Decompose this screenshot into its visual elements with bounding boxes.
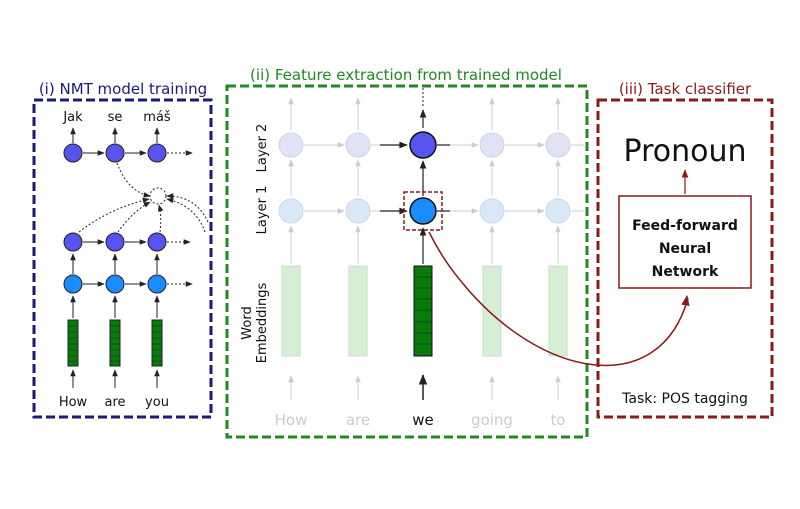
decoder-node (105, 143, 125, 163)
encoder-layer2-node (147, 232, 167, 252)
encoder-layer2-node (63, 232, 83, 252)
feature-column-highlighted (403, 86, 443, 400)
feature-input-word: going (471, 411, 513, 429)
nmt-panel: (i) NMT model training Jak se máš (32, 80, 213, 419)
layer2-highlighted-node (409, 131, 437, 159)
feature-column-faded (479, 97, 505, 400)
attention-arrow (166, 193, 209, 223)
feature-to-classifier-curve (428, 231, 689, 367)
ffnn-label-line2: Neural (659, 241, 711, 257)
recurrent-arrows (304, 141, 586, 215)
task-label: Task: POS tagging (621, 391, 748, 407)
nmt-target-word: máš (143, 110, 171, 125)
nmt-target-word: Jak (62, 110, 83, 125)
layer2-label: Layer 2 (255, 124, 270, 173)
classifier-input-arrowhead (681, 294, 690, 307)
attention-node (149, 187, 167, 205)
attention-arrow (116, 162, 151, 198)
attention-arrow (117, 201, 151, 233)
embeddings-label-line1: Word (240, 306, 255, 339)
nmt-source-word: How (59, 395, 88, 410)
ffnn-label-line3: Network (652, 264, 719, 280)
classifier-panel-title: (iii) Task classifier (619, 80, 752, 98)
feature-input-word: are (346, 411, 370, 429)
embeddings-label-line2: Embeddings (255, 283, 270, 364)
feature-panel: (ii) Feature extraction from trained mod… (225, 66, 589, 439)
nmt-source-word: you (145, 395, 169, 410)
feature-panel-frame (225, 84, 589, 439)
feature-input-word-highlighted: we (412, 411, 434, 429)
selection-box (403, 191, 443, 231)
encoder-layer2-node (105, 232, 125, 252)
feature-column-faded (345, 97, 371, 400)
feature-panel-title: (ii) Feature extraction from trained mod… (250, 66, 562, 84)
encoder-layer1-node (63, 274, 83, 294)
predicted-label: Pronoun (624, 134, 747, 169)
nmt-target-word: se (108, 110, 123, 125)
attention-arrow (157, 204, 164, 233)
feature-column-faded (278, 97, 304, 400)
nmt-source-word: are (104, 395, 125, 410)
decoder-node (63, 143, 83, 163)
nmt-embedding-bar (109, 319, 121, 367)
encoder-layer1-node (105, 274, 125, 294)
attention-arrow (78, 197, 150, 233)
nmt-embedding-bar (67, 319, 79, 367)
classifier-panel: (iii) Task classifier Pronoun Feed-forwa… (596, 80, 774, 419)
classifier-panel-frame (596, 98, 774, 419)
feature-input-word: to (550, 411, 565, 429)
feature-column-faded (545, 97, 571, 400)
encoder-layer1-node (147, 274, 167, 294)
attention-arrow (166, 197, 206, 233)
nmt-embedding-bar (151, 319, 163, 367)
feature-input-word: How (275, 411, 308, 429)
layer1-highlighted-node (409, 197, 437, 225)
ffnn-label-line1: Feed-forward (632, 218, 738, 234)
layer1-label: Layer 1 (255, 186, 270, 235)
decoder-node (147, 143, 167, 163)
ffnn-box (618, 195, 752, 289)
nmt-panel-title: (i) NMT model training (39, 80, 207, 98)
highlighted-embedding-bar (413, 265, 433, 357)
